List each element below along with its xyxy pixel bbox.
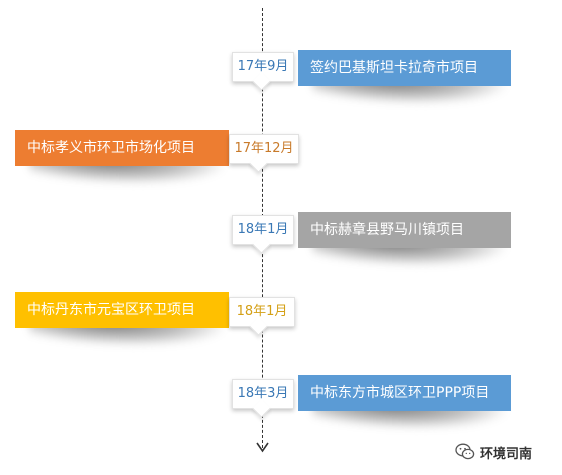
event-label: 中标丹东市元宝区环卫项目 bbox=[15, 292, 229, 328]
event-label: 中标东方市城区环卫PPP项目 bbox=[298, 375, 511, 411]
axis-arrow-icon bbox=[256, 442, 269, 453]
watermark: 环境司南 bbox=[455, 441, 532, 463]
timeline-event: 中标赫章县野马川镇项目 bbox=[298, 212, 511, 272]
timeline-event: 中标丹东市元宝区环卫项目 bbox=[15, 292, 229, 352]
watermark-text: 环境司南 bbox=[480, 446, 533, 462]
timeline-date: 17年9月 bbox=[232, 52, 294, 82]
wechat-icon bbox=[455, 443, 475, 460]
timeline-event: 签约巴基斯坦卡拉奇市项目 bbox=[298, 50, 511, 110]
timeline-date: 18年1月 bbox=[229, 297, 295, 327]
timeline-event: 中标东方市城区环卫PPP项目 bbox=[298, 375, 511, 435]
timeline-date: 18年1月 bbox=[232, 215, 294, 245]
event-label: 中标赫章县野马川镇项目 bbox=[298, 212, 511, 248]
timeline-date: 17年12月 bbox=[229, 134, 299, 164]
event-label: 中标孝义市环卫市场化项目 bbox=[15, 130, 229, 166]
timeline-event: 中标孝义市环卫市场化项目 bbox=[15, 130, 229, 190]
timeline-date: 18年3月 bbox=[232, 379, 294, 409]
event-label: 签约巴基斯坦卡拉奇市项目 bbox=[298, 50, 511, 86]
